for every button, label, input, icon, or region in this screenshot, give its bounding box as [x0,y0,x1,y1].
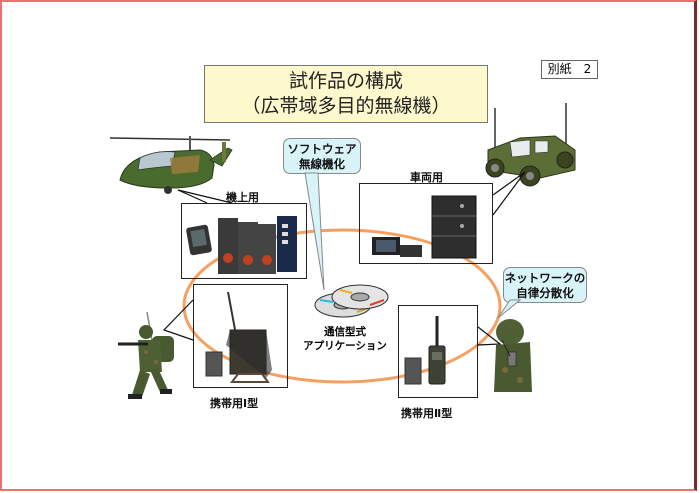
network-callout: ネットワークの 自律分散化 [503,267,587,303]
center-application-label: 通信型式 アプリケーション [300,325,390,353]
title-box: 試作品の構成 （広帯域多目的無線機） [204,65,488,123]
network-callout-line-2: 自律分散化 [516,286,574,300]
manpack-2-label: 携帯用Ⅱ型 [401,407,453,420]
manpack-1-radio-icon [205,291,272,383]
vehicle-equipment-box [359,183,493,264]
software-callout-line-1: ソフトウェア [287,142,357,156]
manpack-1-label: 携帯用Ⅰ型 [210,397,259,410]
vehicle-icon [485,103,576,187]
software-callout: ソフトウェア 無線機化 [283,138,361,174]
attachment-tag: 別紙 2 [541,60,598,79]
airborne-radio-set-icon [186,216,297,274]
airborne-label: 機上用 [226,191,259,204]
manpack-2-equipment-box [398,305,478,398]
vehicle-label: 車両用 [410,171,443,184]
airborne-equipment-box [181,203,307,279]
manpack-2-radio-icon [404,316,446,385]
cd-disc-icon [314,284,389,318]
title-line-1: 試作品の構成 [288,70,403,92]
title-line-2: （広帯域多目的無線機） [241,95,451,117]
soldier-right-icon [494,319,532,392]
manpack-1-equipment-box [193,284,288,388]
helicopter-icon [109,136,233,194]
software-callout-line-2: 無線機化 [299,157,345,171]
vehicle-radio-set-icon [372,195,477,259]
network-callout-line-1: ネットワークの [504,271,586,285]
center-line-2: アプリケーション [303,340,387,352]
soldier-left-icon [118,311,174,399]
center-line-1: 通信型式 [324,326,366,338]
